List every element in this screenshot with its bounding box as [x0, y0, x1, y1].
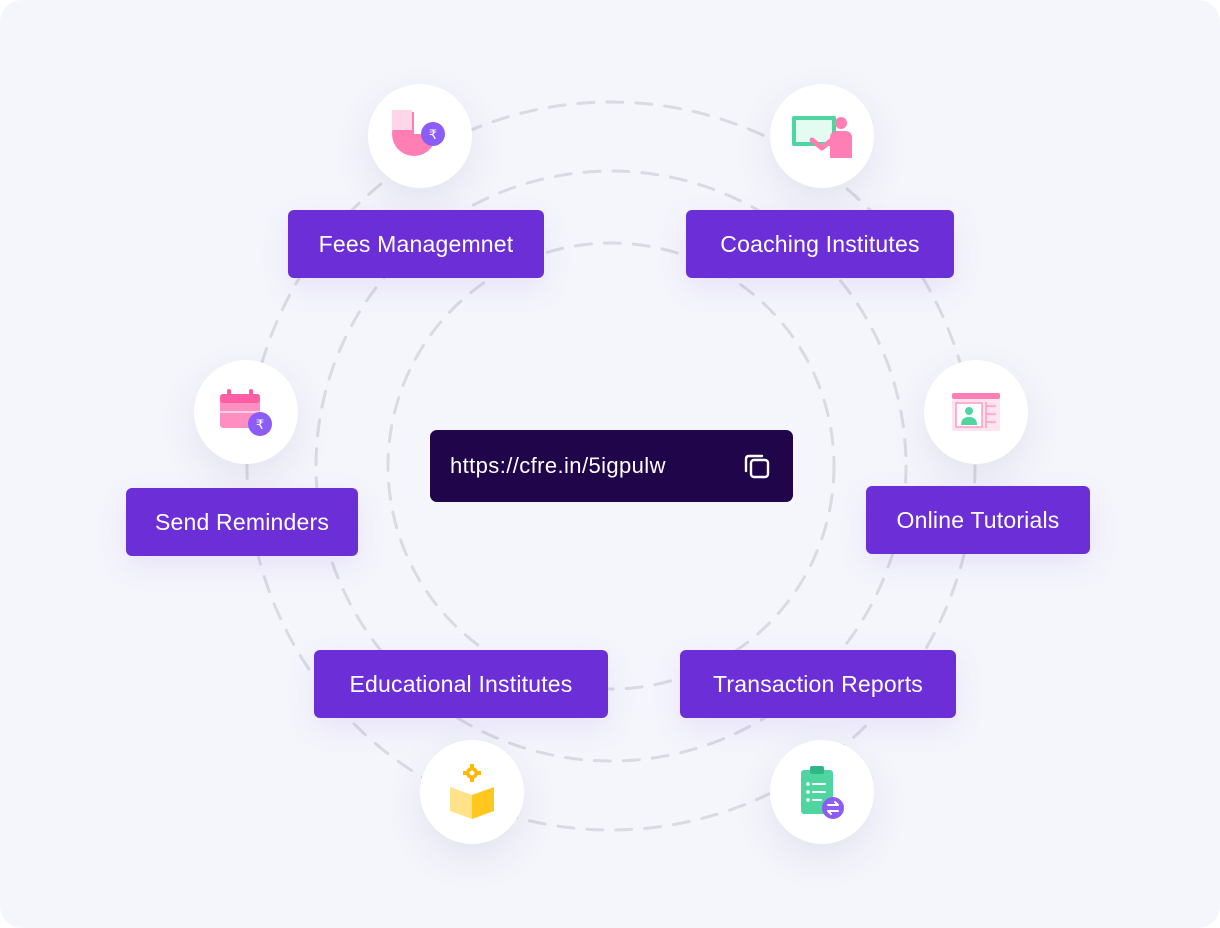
send-reminders-button[interactable]: Send Reminders: [126, 488, 358, 556]
educational-institutes-label: Educational Institutes: [349, 670, 573, 697]
send-reminders-label: Send Reminders: [154, 508, 330, 535]
teacher-board-icon: [792, 116, 852, 158]
copy-icon: [744, 454, 770, 479]
pie-chart-rupee-icon: ₹: [392, 110, 445, 156]
inner-ring: [386, 241, 836, 691]
online-tutorials-button[interactable]: Online Tutorials: [866, 486, 1090, 554]
middle-ring: [314, 169, 908, 763]
fees-icon-bubble: ₹: [368, 84, 472, 188]
educational-icon-bubble: [420, 740, 524, 844]
short-link-url[interactable]: https://cfre.in/5igpulw: [450, 453, 666, 478]
calendar-rupee-icon: ₹: [220, 389, 272, 436]
coaching-icon-bubble: [770, 84, 874, 188]
transaction-reports-label: Transaction Reports: [712, 670, 924, 697]
fees-management-button[interactable]: Fees Managemnet: [288, 210, 544, 278]
tutorials-icon-bubble: [924, 360, 1028, 464]
copy-button[interactable]: [741, 450, 773, 482]
video-lesson-icon: [952, 393, 1000, 431]
clipboard-transfer-icon: [801, 766, 844, 819]
coaching-institutes-label: Coaching Institutes: [720, 230, 920, 257]
coaching-institutes-button[interactable]: Coaching Institutes: [686, 210, 954, 278]
educational-institutes-button[interactable]: Educational Institutes: [314, 650, 608, 718]
book-gear-icon: [450, 764, 494, 819]
online-tutorials-label: Online Tutorials: [896, 506, 1060, 533]
short-link-box: https://cfre.in/5igpulw: [430, 430, 793, 502]
svg-text:₹: ₹: [256, 418, 264, 433]
svg-text:₹: ₹: [429, 128, 437, 143]
transaction-reports-button[interactable]: Transaction Reports: [680, 650, 956, 718]
fees-management-label: Fees Managemnet: [318, 230, 514, 257]
reports-icon-bubble: [770, 740, 874, 844]
outer-ring: [245, 100, 977, 832]
reminders-icon-bubble: ₹: [194, 360, 298, 464]
